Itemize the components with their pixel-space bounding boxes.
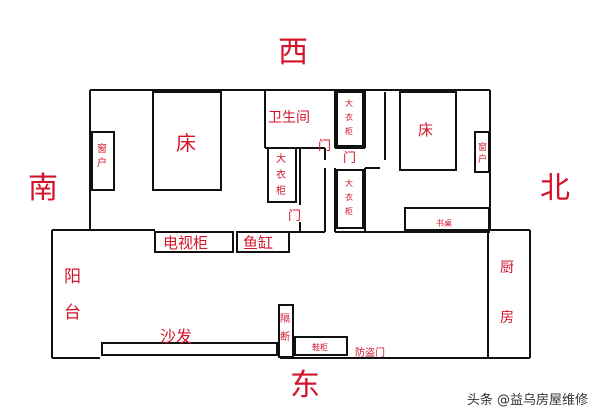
label-sofa: 沙发 — [160, 327, 192, 346]
label-window-left-char: 窗 — [97, 142, 107, 155]
label-door-left: 门 — [288, 209, 301, 224]
wardrobe-c-shape — [336, 169, 364, 229]
room-balcony-1: 阳 — [64, 267, 81, 287]
wardrobe-b-shape — [267, 147, 297, 203]
label-fish-tank: 鱼缸 — [243, 234, 273, 252]
label-wardrobe-b-char: 大 — [276, 152, 286, 165]
desk-shape — [404, 207, 490, 231]
label-bed-right: 床 — [418, 121, 433, 139]
label-wardrobe-a-char: 衣 — [345, 112, 353, 122]
label-desk: 书桌 — [436, 218, 452, 228]
sofa-shape — [101, 342, 278, 356]
room-balcony-2: 台 — [64, 303, 81, 323]
label-tv-cabinet: 电视柜 — [163, 234, 208, 252]
watermark-text: 头条 @益乌房屋维修 — [466, 393, 588, 408]
label-wardrobe-b-char: 衣 — [276, 168, 286, 181]
partition-shape — [278, 304, 294, 358]
room-bathroom: 卫生间 — [268, 110, 310, 126]
window-left-shape — [91, 131, 115, 191]
watermark: 头条 @益乌房屋维修 — [467, 389, 588, 408]
label-partition-char: 隔 — [280, 313, 290, 325]
label-door-right: 门 — [343, 151, 356, 166]
fish-tank-shape — [236, 231, 290, 253]
room-kitchen-2: 房 — [500, 310, 514, 326]
bed-left-shape — [152, 91, 222, 191]
direction-west: 西 — [278, 35, 308, 70]
label-wardrobe-a-char: 柜 — [345, 126, 353, 136]
label-wardrobe-c-char: 大 — [345, 178, 353, 188]
label-bed-left: 床 — [176, 131, 196, 155]
bed-right-shape — [399, 91, 457, 171]
label-shoe-cabinet: 鞋柜 — [312, 342, 328, 352]
label-window-right-char: 窗 — [478, 141, 487, 153]
label-wardrobe-b-char: 柜 — [276, 184, 286, 197]
wardrobe-a-shape — [336, 91, 364, 147]
direction-east: 东 — [290, 368, 320, 403]
window-right-shape — [474, 131, 490, 173]
label-window-left-char: 户 — [97, 156, 107, 169]
walls — [51, 89, 531, 359]
label-wardrobe-c-char: 柜 — [345, 206, 353, 216]
tv-cabinet-shape — [154, 231, 234, 253]
label-wardrobe-c-char: 衣 — [345, 192, 353, 202]
label-wardrobe-a-char: 大 — [345, 98, 353, 108]
direction-south: 南 — [28, 171, 58, 206]
label-window-right-char: 户 — [478, 153, 487, 165]
label-partition-char: 断 — [280, 330, 290, 343]
furniture-shapes — [91, 91, 490, 358]
label-door-bath: 门 — [318, 139, 331, 154]
room-kitchen-1: 厨 — [500, 260, 514, 276]
label-security-door: 防盗门 — [355, 346, 385, 359]
shoe-cabinet-shape — [294, 336, 348, 356]
direction-north: 北 — [540, 171, 570, 206]
